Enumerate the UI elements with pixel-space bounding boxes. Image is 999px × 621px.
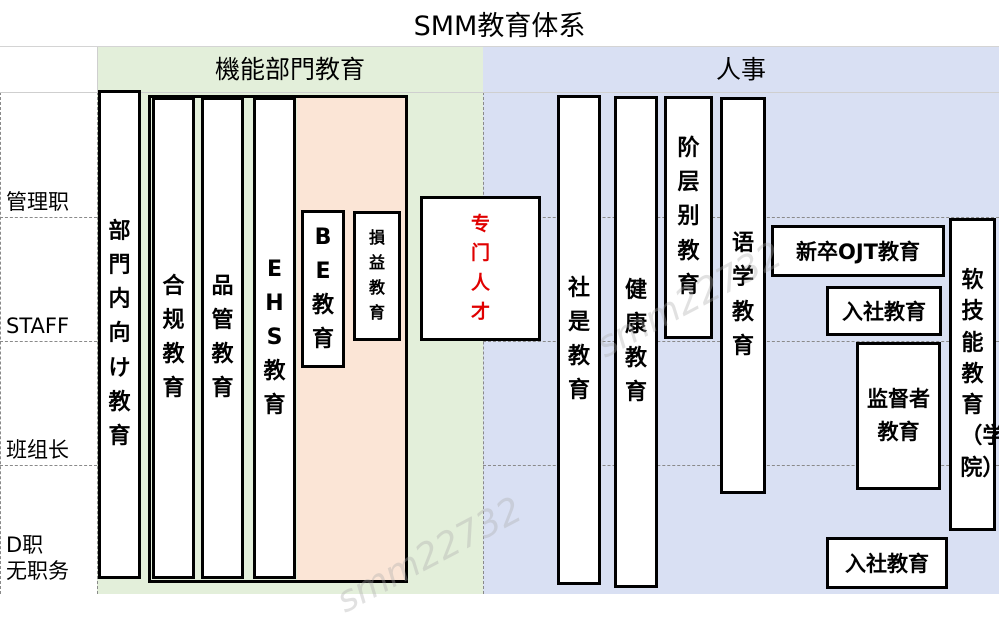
grid-line (0, 92, 999, 93)
row-label-leader: 班组长 (6, 438, 69, 462)
box-be-education: BE教育 (301, 210, 345, 368)
box-label: 入社教育 (842, 300, 926, 324)
box-label: 部門内向け教育 (108, 219, 131, 449)
box-label: 监督者教育 (867, 387, 930, 444)
box-ehs-education: EHS教育 (253, 97, 296, 579)
row-label-staff: STAFF (6, 314, 70, 338)
grid-line (97, 47, 98, 92)
grid-line (0, 465, 97, 466)
box-dept-internal-education: 部門内向け教育 (98, 90, 141, 579)
grid-line (483, 92, 484, 594)
box-specialist-talent: 专门人才 (420, 196, 541, 341)
box-label: 新卒OJT教育 (796, 240, 920, 264)
box-label: 損益教育 (368, 228, 385, 322)
grid-line (0, 92, 1, 594)
box-label: 健康教育 (624, 277, 647, 406)
box-label: 入社教育 (845, 552, 929, 576)
box-quality-education: 品管教育 (201, 97, 244, 579)
box-label: 阶层别教育 (677, 136, 700, 298)
box-onboarding-education-staff: 入社教育 (826, 286, 942, 336)
box-company-motto-education: 社是教育 (557, 95, 601, 585)
box-label: 品管教育 (211, 273, 234, 402)
box-language-education: 语学教育 (720, 97, 766, 494)
diagram-title: SMM教育体系 (0, 0, 999, 47)
grid-line (0, 217, 97, 218)
box-label: EHS教育 (263, 256, 286, 419)
row-label-d-level: D职 无职务 (6, 533, 69, 583)
box-compliance-education: 合规教育 (152, 97, 195, 579)
box-softskill-education: 软技能教育（学院） (949, 218, 999, 531)
box-tier-education: 阶层别教育 (664, 96, 713, 339)
row-label-manager: 管理职 (6, 190, 69, 214)
grid-line (97, 92, 98, 594)
box-label: 专门人才 (470, 212, 490, 323)
functional-group-frame (148, 95, 408, 583)
box-new-grad-ojt-education: 新卒OJT教育 (771, 225, 945, 277)
box-pl-education: 損益教育 (353, 211, 401, 341)
box-label: 语学教育 (731, 231, 754, 359)
box-onboarding-education-d: 入社教育 (826, 537, 948, 589)
box-label: 社是教育 (567, 275, 590, 404)
box-label: BE教育 (311, 224, 334, 353)
hr-heading: 人事 (715, 55, 766, 84)
box-health-education: 健康教育 (614, 96, 658, 588)
box-supervisor-education: 监督者教育 (856, 342, 941, 490)
box-label: 软技能教育（学院） (960, 268, 999, 481)
box-label: 合规教育 (162, 273, 185, 402)
functional-dept-heading: 機能部門教育 (214, 55, 365, 84)
grid-line (0, 341, 97, 342)
